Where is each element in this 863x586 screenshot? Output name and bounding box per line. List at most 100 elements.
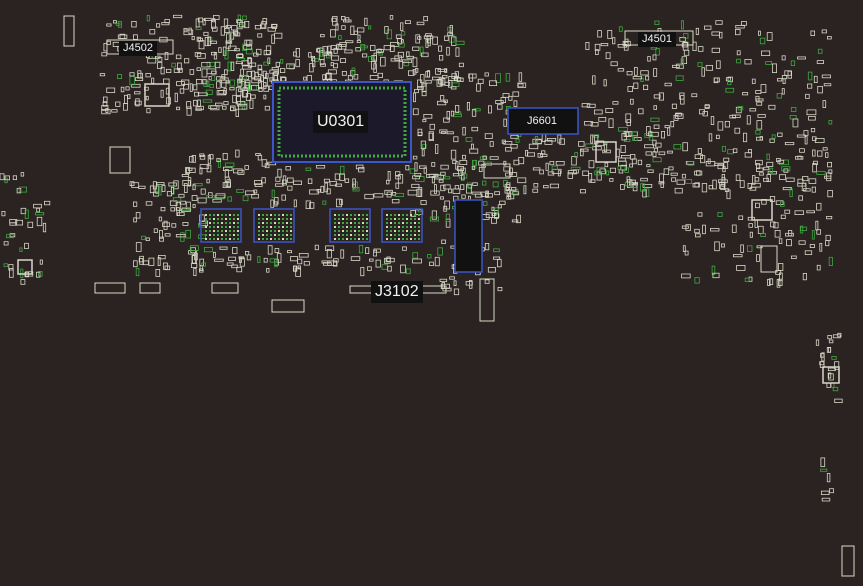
connector-bottom-4[interactable] bbox=[271, 299, 305, 313]
smd-component bbox=[19, 247, 23, 252]
ic-square-5[interactable] bbox=[822, 366, 840, 384]
smd-component bbox=[815, 339, 820, 346]
smd-component bbox=[162, 222, 170, 227]
smd-component bbox=[723, 162, 729, 169]
memory-package-2[interactable] bbox=[253, 208, 295, 243]
component-484-164[interactable] bbox=[483, 163, 511, 179]
bga-ball bbox=[334, 214, 336, 216]
smd-component bbox=[769, 138, 775, 143]
smd-component bbox=[246, 254, 252, 261]
smd-component bbox=[297, 258, 303, 265]
smd-component bbox=[817, 150, 823, 157]
smd-component bbox=[705, 65, 714, 71]
smd-component bbox=[799, 148, 805, 153]
side-connector[interactable] bbox=[479, 278, 495, 322]
smd-component bbox=[593, 134, 600, 138]
edge-connector-top-left[interactable] bbox=[63, 15, 75, 47]
smd-component bbox=[145, 201, 153, 206]
smd-component bbox=[134, 77, 144, 81]
smd-component bbox=[721, 173, 725, 181]
smd-component bbox=[274, 248, 280, 254]
smd-component bbox=[309, 189, 319, 195]
ic-square-2[interactable] bbox=[595, 141, 617, 163]
bga-ball bbox=[350, 238, 352, 240]
smd-component bbox=[710, 227, 720, 232]
smd-component bbox=[206, 178, 210, 184]
smd-component bbox=[791, 255, 797, 259]
memory-package-4[interactable] bbox=[381, 208, 423, 243]
vertical-connector[interactable] bbox=[454, 199, 483, 273]
edge-connector-bottom-right[interactable] bbox=[841, 545, 855, 577]
smd-component bbox=[749, 231, 753, 238]
smd-component bbox=[244, 165, 249, 170]
bga-ball bbox=[262, 238, 264, 240]
smd-component bbox=[471, 126, 479, 132]
smd-component bbox=[631, 158, 637, 165]
smd-component bbox=[157, 186, 162, 196]
smd-component bbox=[218, 47, 222, 53]
smd-component bbox=[655, 48, 660, 56]
smd-component bbox=[633, 137, 642, 142]
bga-ball bbox=[362, 214, 364, 216]
connector-bottom-2[interactable] bbox=[139, 282, 161, 294]
smd-component bbox=[663, 168, 670, 176]
bga-ball bbox=[282, 226, 284, 228]
smd-component bbox=[35, 211, 45, 216]
smd-component bbox=[413, 92, 416, 103]
connector-left-mid[interactable] bbox=[109, 146, 131, 174]
smd-component bbox=[712, 272, 720, 279]
smd-component bbox=[821, 74, 831, 79]
memory-package-1[interactable] bbox=[200, 208, 242, 243]
smd-component bbox=[694, 228, 700, 234]
smd-component bbox=[288, 64, 294, 70]
smd-component bbox=[106, 23, 112, 27]
smd-component bbox=[456, 77, 464, 82]
smd-component bbox=[168, 182, 177, 187]
smd-component bbox=[785, 177, 795, 182]
memory-package-3[interactable] bbox=[329, 208, 371, 243]
smd-component bbox=[102, 101, 108, 107]
connector-right-mid[interactable] bbox=[760, 245, 778, 273]
bga-ball bbox=[221, 238, 223, 240]
smd-component bbox=[274, 197, 279, 205]
ic-square-4[interactable] bbox=[17, 259, 33, 275]
bga-ball bbox=[233, 214, 235, 216]
smd-component bbox=[778, 278, 783, 287]
smd-component bbox=[549, 161, 555, 166]
smd-component bbox=[178, 193, 185, 198]
smd-component bbox=[813, 160, 818, 165]
smd-component bbox=[594, 43, 601, 51]
smd-component bbox=[263, 50, 271, 56]
smd-component bbox=[452, 188, 461, 194]
smd-component bbox=[131, 83, 141, 88]
smd-component bbox=[203, 246, 213, 253]
smd-component bbox=[640, 77, 644, 82]
ic-square-3[interactable] bbox=[751, 199, 773, 221]
smd-component bbox=[832, 334, 841, 339]
smd-component bbox=[364, 17, 368, 27]
smd-component bbox=[211, 70, 217, 75]
smd-component bbox=[769, 278, 774, 285]
smd-component bbox=[159, 236, 164, 242]
smd-component bbox=[465, 136, 473, 142]
bga-ball bbox=[342, 214, 344, 216]
bga-ball bbox=[354, 230, 356, 232]
smd-component bbox=[199, 220, 208, 227]
smd-component bbox=[667, 127, 671, 136]
bga-ball bbox=[358, 230, 360, 232]
smd-component bbox=[158, 216, 163, 222]
bga-ball bbox=[350, 226, 352, 228]
ic-square-1[interactable] bbox=[144, 83, 170, 107]
smd-component bbox=[27, 221, 34, 228]
smd-component bbox=[804, 136, 808, 145]
smd-component bbox=[680, 95, 685, 105]
smd-component bbox=[817, 48, 823, 54]
smd-component bbox=[733, 254, 743, 258]
smd-component bbox=[499, 200, 506, 205]
smd-component bbox=[135, 212, 141, 219]
connector-bottom-3[interactable] bbox=[211, 282, 239, 294]
connector-bottom-1[interactable] bbox=[94, 282, 126, 294]
bga-ball bbox=[334, 238, 336, 240]
smd-component bbox=[778, 263, 784, 271]
smd-component bbox=[132, 260, 138, 268]
